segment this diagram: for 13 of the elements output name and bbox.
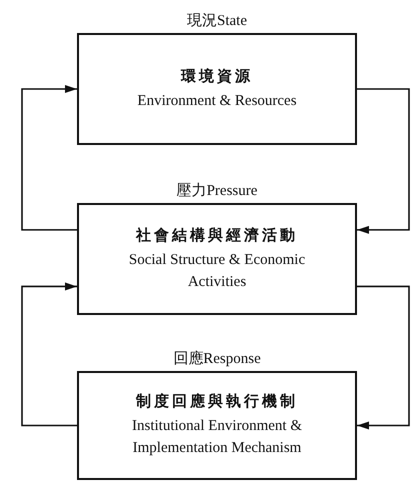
chinese-title: 社會結構與經濟活動 <box>136 226 298 244</box>
box-heading: 回應Response <box>172 350 262 368</box>
english-title: Institutional Environment & Implementation Mechanism <box>131 417 303 458</box>
feedback-arrow <box>357 286 410 430</box>
english-title: Environment & Resources <box>137 92 297 110</box>
feedback-arrow <box>21 85 77 231</box>
box-heading: 現況State <box>186 12 248 30</box>
box-heading: 壓力Pressure <box>176 182 258 200</box>
chinese-title: 制度回應與執行機制 <box>136 392 298 411</box>
feedback-arrow <box>21 282 77 426</box>
english-title: Social Structure & Economic Activities <box>128 250 306 292</box>
feedback-arrow <box>357 88 410 234</box>
chinese-title: 環境資源 <box>181 67 253 86</box>
